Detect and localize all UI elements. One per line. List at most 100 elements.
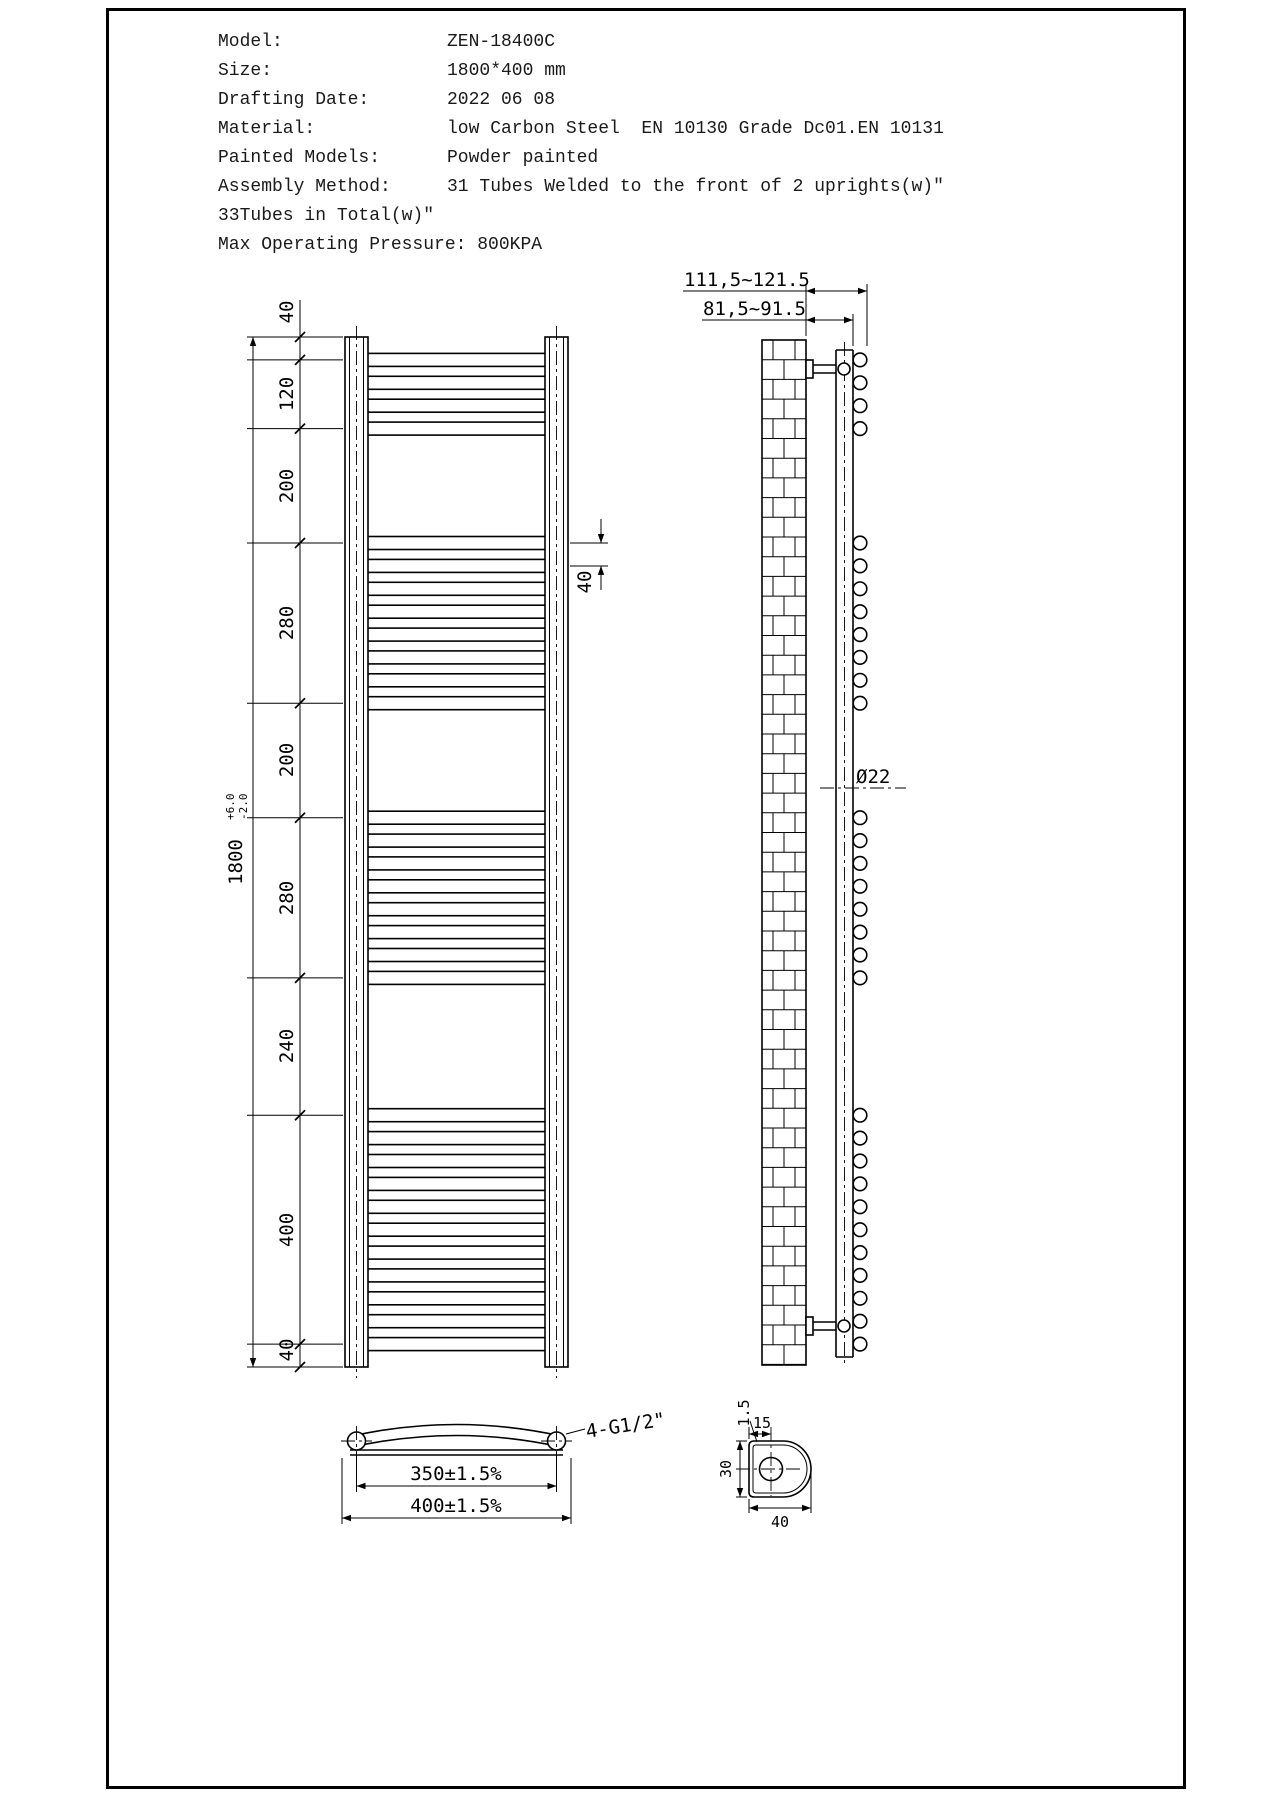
dim-arrow <box>806 316 815 324</box>
dim-arrow <box>249 1358 257 1367</box>
tube-end-circles <box>852 352 868 1352</box>
tube-end <box>852 1244 868 1261</box>
brick-hatch <box>762 340 806 1365</box>
tube <box>365 1336 548 1352</box>
tube <box>365 1199 548 1215</box>
thread-callout: 4-G1/2" <box>584 1409 667 1443</box>
dim-profile-height: 30 <box>717 1460 735 1478</box>
dim-arrow <box>802 1504 811 1512</box>
spec-value: Powder painted <box>447 148 599 168</box>
spec-row: Painted Models: Powder painted <box>218 144 944 173</box>
tube <box>365 901 548 917</box>
spec-row: Material: low Carbon Steel EN 10130 Grade… <box>218 115 944 144</box>
dim-segment-40-bottom: 40 <box>276 1339 298 1362</box>
dim-arrow <box>597 565 605 575</box>
dim-arrow <box>249 337 257 346</box>
tube-end <box>852 1290 868 1306</box>
tube-end <box>852 375 868 391</box>
spec-value: 31 Tubes Welded to the front of 2 uprigh… <box>447 177 944 197</box>
side-view: 111,5~121.5 81,5~91.5 Ø22 <box>683 269 906 1366</box>
dim-overall-height: 1800 <box>225 839 247 885</box>
spec-value: 2022 06 08 <box>447 90 556 110</box>
tube-end <box>852 581 868 597</box>
dim-centre-distance: 350±1.5% <box>410 1463 502 1485</box>
plan-view: 4-G1/2" 350±1.5% 400±1.5% <box>341 1409 667 1524</box>
tube-end <box>852 1107 868 1123</box>
spec-label: Size: <box>218 61 273 81</box>
tube <box>365 627 548 642</box>
tube-end <box>852 604 868 620</box>
profile-inner <box>752 1444 808 1494</box>
tube-end <box>852 558 868 574</box>
tube <box>365 650 548 665</box>
front-tube-group <box>365 352 548 1352</box>
tube <box>365 352 548 368</box>
tube-end <box>852 901 868 917</box>
tube-end <box>852 810 868 826</box>
spec-row: Size:1800*400 mm <box>218 57 944 86</box>
spec-label: Model: <box>218 32 283 52</box>
tube-end <box>852 1313 868 1329</box>
tube <box>365 604 548 620</box>
dim-arrow <box>749 1430 758 1438</box>
spec-note-max-pressure: Max Operating Pressure: 800KPA <box>218 235 543 255</box>
thickness-leader <box>749 1420 758 1443</box>
spec-block: Model:ZEN-18400C Size:1800*400 mm Drafti… <box>218 28 944 260</box>
dim-arrow <box>597 533 605 543</box>
dim-segment-280a: 280 <box>276 606 298 640</box>
dimension-arrows <box>249 287 867 1522</box>
tube-end <box>852 535 868 551</box>
tube <box>365 1245 548 1260</box>
dim-segment-200b: 200 <box>276 743 298 777</box>
upright-profile-detail: 15 1.5 30 40 <box>717 1399 812 1531</box>
dim-segment-280b: 280 <box>276 881 298 915</box>
tube <box>365 970 548 986</box>
curved-tube-front-arc <box>351 1423 562 1437</box>
dim-tube-pitch: 40 <box>574 571 596 594</box>
dim-arrow <box>547 1482 557 1490</box>
tube-end <box>852 855 868 872</box>
tube <box>365 1176 548 1192</box>
dim-segment-40-top: 40 <box>276 301 298 324</box>
dim-wall-thickness: 1.5 <box>735 1399 753 1426</box>
dim-arrow <box>858 287 867 295</box>
tube <box>365 558 548 574</box>
tube <box>365 1268 548 1283</box>
tube-end <box>852 947 868 963</box>
tube <box>365 421 548 436</box>
dim-arrow <box>736 1488 744 1497</box>
tube <box>365 1153 548 1169</box>
dim-overall-width: 400±1.5% <box>410 1495 502 1517</box>
tube-end <box>852 649 868 666</box>
dim-wall-to-upright: 81,5~91.5 <box>703 298 806 320</box>
curved-tube-back-arc <box>351 1434 562 1448</box>
dim-overall-tol-lower: -2.0 <box>237 794 250 821</box>
front-view: 40 120 200 280 200 280 240 400 40 1800 +… <box>224 300 608 1378</box>
tube-end <box>852 1153 868 1169</box>
spec-label: Material: <box>218 119 316 139</box>
spec-row: Assembly Method:31 Tubes Welded to the f… <box>218 173 944 202</box>
tube <box>365 1222 548 1237</box>
dim-arrow <box>342 1514 351 1522</box>
tube <box>365 581 548 597</box>
tube-end <box>852 924 868 940</box>
tube <box>365 947 548 963</box>
tube-end <box>852 970 868 986</box>
tube-end <box>852 832 868 849</box>
tube-end <box>852 672 868 688</box>
thread-leader <box>565 1428 586 1435</box>
top-bracket-wall-plate <box>805 359 814 379</box>
dim-wall-to-front: 111,5~121.5 <box>684 269 810 291</box>
tube-end <box>852 421 868 437</box>
dim-overall-tol-upper: +6.0 <box>224 794 237 821</box>
tube <box>365 398 548 414</box>
spec-label: Painted Models: <box>218 148 381 168</box>
spec-value: low Carbon Steel EN 10130 Grade Dc01.EN … <box>447 119 944 139</box>
bottom-bracket-wall-plate <box>805 1316 814 1336</box>
dim-segment-240: 240 <box>276 1029 298 1063</box>
tube-end <box>852 878 868 894</box>
tube-end <box>852 398 868 414</box>
tube-end <box>852 1267 868 1283</box>
tube <box>365 1107 548 1123</box>
